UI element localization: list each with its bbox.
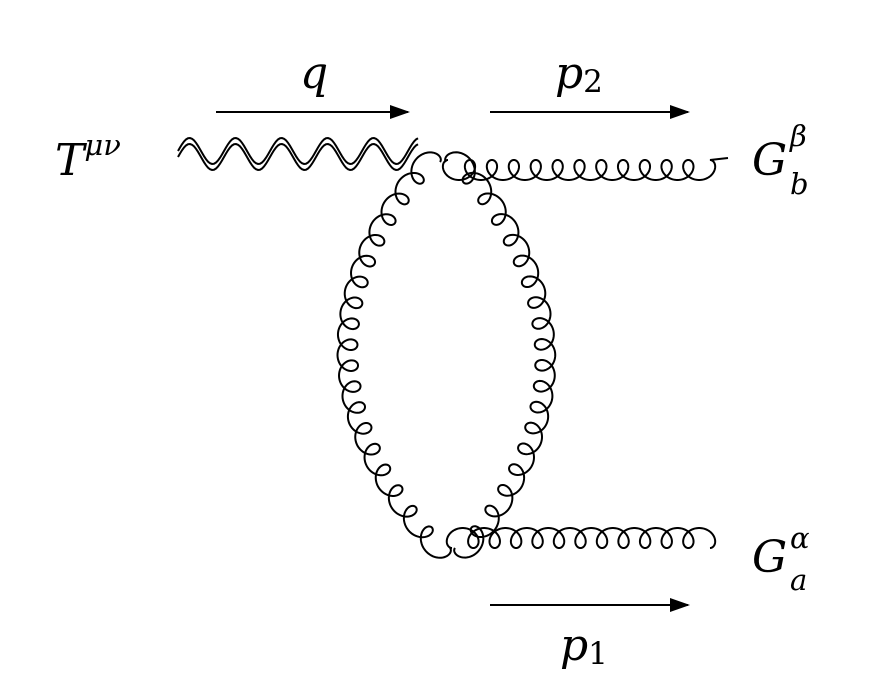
label-Gb-base: G — [752, 135, 787, 186]
label-Gb-subscript: b — [790, 167, 809, 201]
gluon-top-line — [441, 157, 729, 181]
label-T-base: T — [55, 135, 88, 186]
label-p2: p2 — [555, 48, 603, 100]
label-T-superscript: μν — [84, 128, 120, 162]
gluon-loop-right — [444, 151, 557, 559]
gluon-bottom-line — [445, 527, 717, 550]
label-p1-subscript: 1 — [588, 636, 608, 672]
label-Ga-superscript: α — [790, 521, 810, 555]
label-Ga-subscript: a — [790, 563, 807, 597]
label-p2-base: p — [555, 48, 583, 99]
label-Gb-superscript: β — [789, 119, 807, 153]
label-p2-subscript: 2 — [583, 64, 603, 100]
label-q: q — [300, 48, 328, 99]
label-Ga-base: G — [752, 532, 787, 583]
graviton-line — [177, 137, 419, 171]
label-p1-base: p — [560, 620, 588, 671]
label-T: Tμν — [55, 128, 121, 186]
label-p1: p1 — [560, 620, 608, 672]
gluon-loop-left — [336, 151, 452, 559]
